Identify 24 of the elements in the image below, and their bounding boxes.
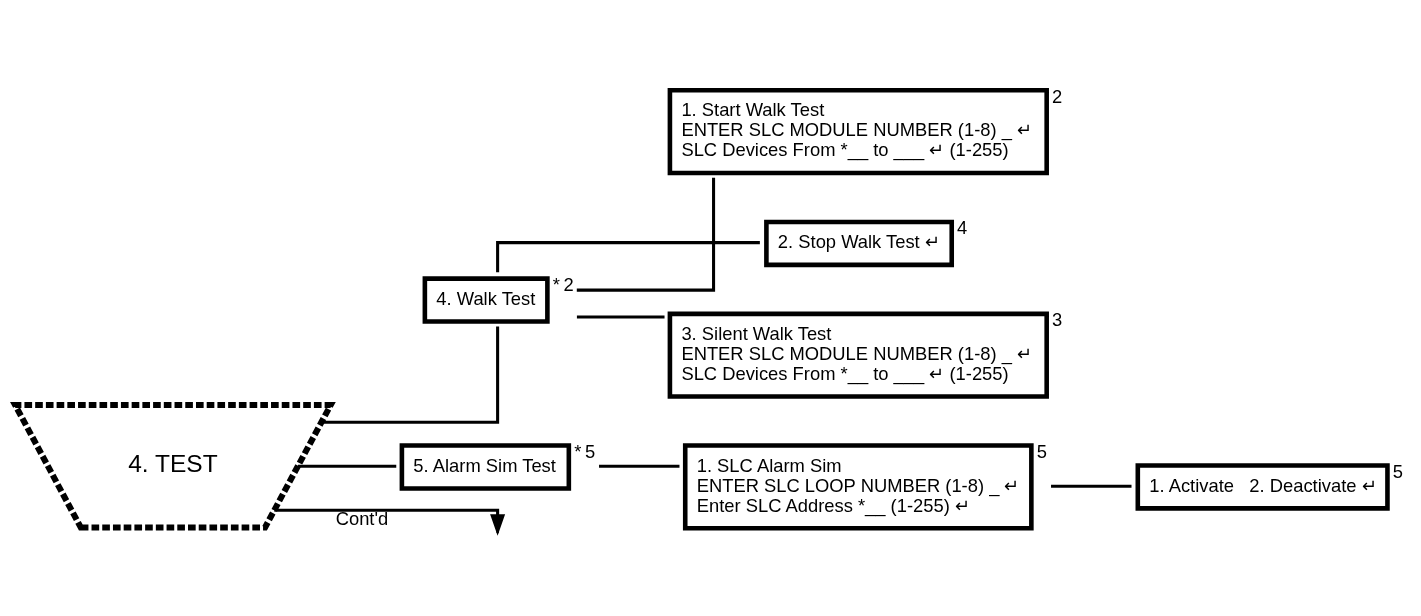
node-label: 3 (1052, 308, 1063, 330)
node-box: 4. Walk Test (422, 275, 550, 324)
node-label: 2 (1052, 85, 1063, 107)
edge-label: Cont'd (335, 507, 389, 529)
connector (1051, 484, 1132, 488)
node-label: 4 (957, 216, 968, 238)
node-box: 3. Silent Walk Test ENTER SLC MODULE NUMBER (1-8) _ ↵ SLC Devices From *__ to ___ ↵ (1-255) (667, 311, 1049, 399)
node-label: 5 (1392, 460, 1404, 482)
node-label: * (574, 440, 582, 462)
node-box: 5. Alarm Sim Test (399, 442, 572, 491)
connector (576, 314, 665, 318)
node-box: 1. Start Walk Test ENTER SLC MODULE NUMBER (1-8) _ ↵ SLC Devices From *__ to ___ ↵ (1-255) (667, 87, 1049, 175)
node-label: * (552, 273, 560, 295)
node-box: 1. SLC Alarm Sim ENTER SLC LOOP NUMBER (1-8) _ ↵ Enter SLC Address *__ (1-255) ↵ (682, 442, 1034, 531)
connector (576, 177, 716, 292)
connector (599, 464, 680, 468)
connector (321, 326, 500, 424)
connector (298, 464, 397, 468)
node-box: 2. Stop Walk Test ↵ (764, 219, 954, 267)
node-box: 1. Activate 2. Deactivate ↵ (1135, 462, 1390, 511)
connector (496, 240, 760, 272)
node-label: 2 (563, 273, 574, 295)
node-label: 5 (1036, 440, 1047, 462)
node-label: 5 (584, 440, 596, 462)
